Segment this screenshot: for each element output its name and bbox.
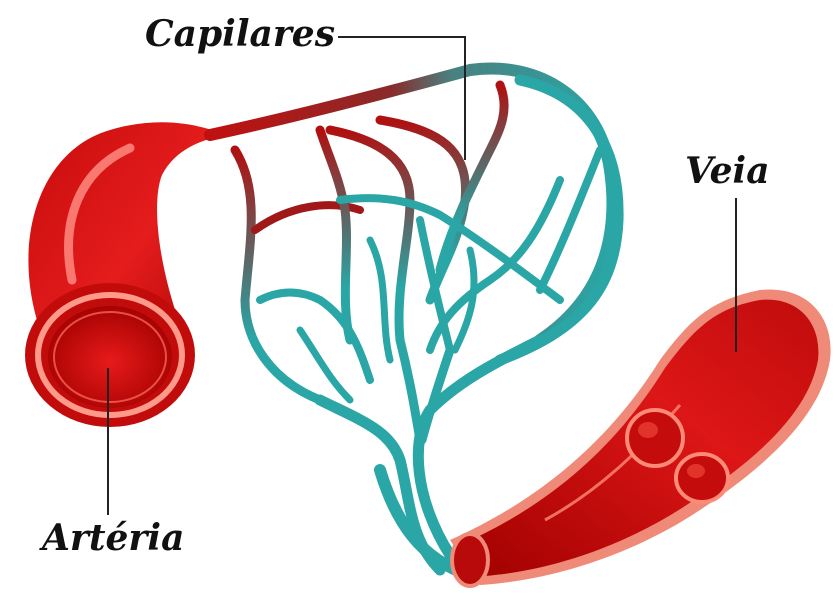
label-veia-text: Veia bbox=[685, 150, 770, 192]
label-capilares-text: Capilares bbox=[145, 13, 335, 55]
venule-converge-mid bbox=[400, 340, 420, 440]
capillary-branch-left bbox=[235, 150, 320, 400]
vein-valve-upper-shine bbox=[638, 422, 658, 438]
artery bbox=[25, 122, 225, 427]
vein-valve-lower bbox=[676, 454, 728, 502]
capillary-mesh-8 bbox=[370, 240, 390, 360]
vein bbox=[450, 290, 831, 586]
vein-valve-upper bbox=[627, 410, 683, 466]
label-arteria-text: Artéria bbox=[39, 517, 184, 559]
capillary-mesh-3 bbox=[540, 150, 600, 290]
artery-lumen bbox=[48, 306, 172, 408]
vein-valve-lower-shine bbox=[687, 464, 705, 478]
capillary-drop-4 bbox=[440, 85, 504, 270]
capillary-mesh-2 bbox=[430, 180, 560, 350]
vein-opening bbox=[452, 534, 488, 586]
